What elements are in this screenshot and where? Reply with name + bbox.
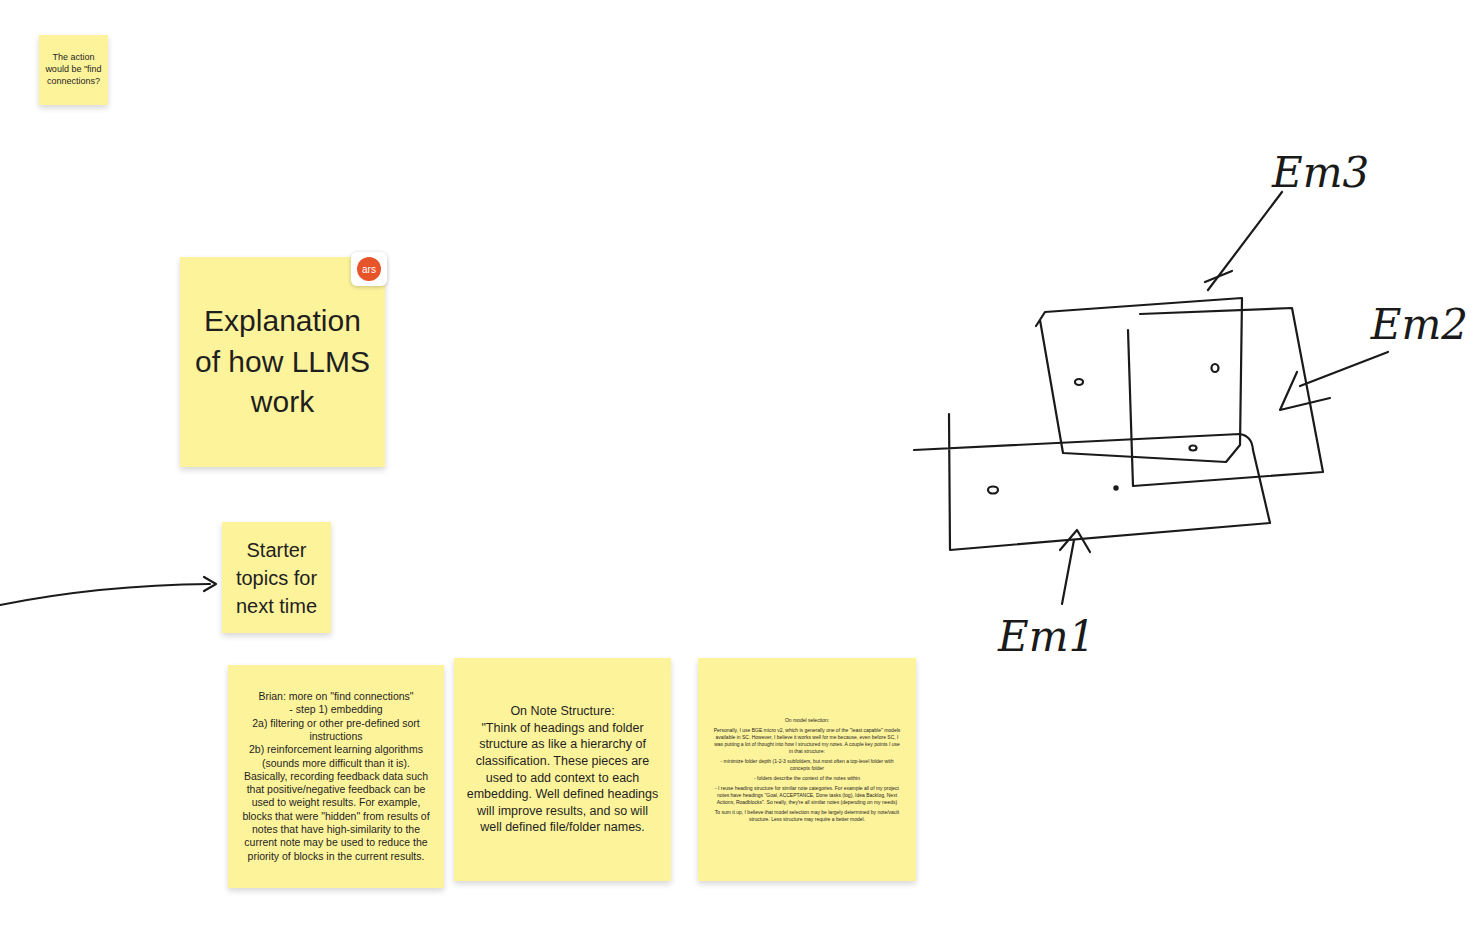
- handwritten-label: Em3: [1272, 148, 1369, 197]
- handwritten-label: Em2: [1371, 300, 1468, 349]
- note-text: - step 1) embedding: [240, 703, 432, 716]
- embedding-region: [1128, 308, 1323, 486]
- note-text: The action would be "find connections?: [42, 52, 105, 87]
- embedding-region: [1036, 298, 1242, 462]
- avatar-initials: ars: [362, 264, 376, 275]
- arrow-head: [204, 577, 216, 591]
- note-content: The action would be "find connections?: [42, 52, 105, 87]
- note-text: 2b) reinforcement learning algorithms (s…: [240, 743, 432, 863]
- sticky-note: On Note Structure:"Think of headings and…: [454, 658, 671, 881]
- sticky-note: The action would be "find connections?: [39, 35, 108, 105]
- sticky-note: On model selection: Personally, I use BGE…: [698, 658, 916, 881]
- note-content: On model selection: Personally, I use BGE…: [712, 717, 902, 823]
- note-content: Explanation of how LLMS work: [192, 301, 373, 423]
- leader-mark: [1060, 530, 1090, 552]
- note-content: Brian: more on "find connections"- step …: [240, 690, 432, 863]
- note-text: To sum it up, I believe that model selec…: [712, 809, 902, 823]
- note-content: On Note Structure:"Think of headings and…: [466, 703, 659, 836]
- sticky-note: Starter topics for next time: [222, 522, 331, 633]
- note-heading: On model selection:: [712, 717, 902, 724]
- point: [1075, 379, 1083, 385]
- note-heading: On Note Structure:: [466, 703, 659, 720]
- note-text: 2a) filtering or other pre-defined sort …: [240, 717, 432, 744]
- note-text: Personally, I use BGE micro v2, which is…: [712, 727, 902, 755]
- arrow-line: [0, 584, 210, 605]
- note-text: Explanation of how LLMS work: [192, 301, 373, 423]
- leader-line: [1300, 352, 1388, 386]
- note-heading: Brian: more on "find connections": [240, 690, 432, 703]
- embedding-region: [914, 414, 1270, 550]
- point: [1190, 446, 1197, 451]
- leader-line: [1062, 540, 1074, 604]
- leader-mark: [1280, 372, 1330, 410]
- sticky-note: Brian: more on "find connections"- step …: [228, 665, 444, 888]
- note-text: Starter topics for next time: [228, 536, 325, 620]
- sticky-note: Explanation of how LLMS work: [180, 257, 385, 467]
- point: [988, 487, 998, 494]
- avatar-badge: ars: [351, 252, 387, 286]
- handwritten-label: Em1: [998, 612, 1095, 661]
- note-text: - folders describe the context of the no…: [712, 775, 902, 782]
- point: [1212, 364, 1219, 372]
- note-text: - I reuse heading structure for similar …: [712, 785, 902, 806]
- point: [1114, 486, 1117, 489]
- leader-mark: [1205, 271, 1232, 282]
- note-text: "Think of headings and folder structure …: [466, 720, 659, 836]
- note-content: Starter topics for next time: [228, 536, 325, 620]
- note-text: - minimize folder depth (1-2-3 subfolder…: [712, 758, 902, 772]
- avatar-circle: ars: [357, 257, 381, 281]
